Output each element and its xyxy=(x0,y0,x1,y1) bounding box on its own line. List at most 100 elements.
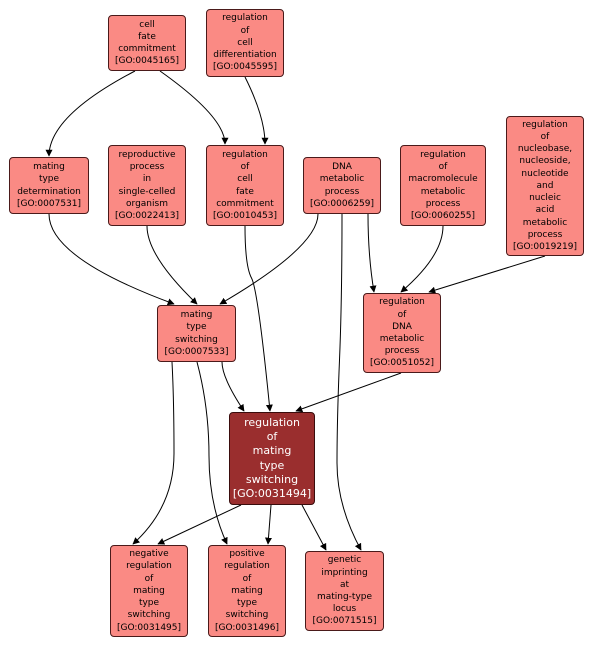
node-label-line: switching xyxy=(225,610,269,621)
node-label-line: regulation xyxy=(379,297,425,308)
node-label-line: acid xyxy=(535,205,555,216)
node-label-line: metabolic xyxy=(379,334,425,344)
node-label-line: [GO:0006259] xyxy=(309,198,375,209)
node-label-line: [GO:0045595] xyxy=(212,62,278,73)
node-label-line: mating xyxy=(33,162,65,173)
edge-0006259-to-0051052 xyxy=(367,213,377,293)
node-label-line: [GO:0031495] xyxy=(116,622,182,633)
node-label-line: DNA xyxy=(332,162,352,173)
node-label-line: fate xyxy=(236,186,254,197)
node-label-line: type xyxy=(259,458,285,472)
edge-0007533-to-0031495 xyxy=(132,361,175,545)
node-label-line: [GO:0045165] xyxy=(114,56,180,67)
node-label-line: cell xyxy=(237,37,253,48)
node-label-line: [GO:0031494] xyxy=(232,487,312,501)
node-label-line: regulation xyxy=(420,149,466,160)
node-label-line: reproductive xyxy=(118,149,176,160)
edge-0045165-to-0010453 xyxy=(159,70,229,145)
edge-0031494-to-0071515 xyxy=(301,504,327,551)
node-label-line: metabolic xyxy=(420,186,466,197)
node-label-line: of xyxy=(397,309,407,320)
edge-0007533-to-0031494 xyxy=(221,361,245,412)
edge-0022413-to-0007533 xyxy=(146,225,198,305)
edge-0019219-to-0051052 xyxy=(428,255,546,294)
node-label-line: of xyxy=(240,162,250,173)
node-label-line: at xyxy=(339,579,350,590)
edge-0031494-to-0031496 xyxy=(264,504,272,545)
node-label-line: type xyxy=(236,598,258,609)
node-label-line: of xyxy=(240,25,250,36)
node-label-line: [GO:0022413] xyxy=(114,210,180,221)
node-label-line: of xyxy=(438,162,448,173)
node-label-line: [GO:0019219] xyxy=(512,241,578,252)
node-label-line: of xyxy=(144,573,154,584)
node-label-line: determination xyxy=(17,186,81,197)
edge-0031494-to-0031495 xyxy=(157,504,242,545)
node-label-line: locus xyxy=(332,604,357,615)
node-label-line: regulation xyxy=(222,149,268,160)
node-label-line: negative xyxy=(129,549,169,560)
node-label-line: nucleobase, xyxy=(517,144,573,155)
node-label-line: mating-type xyxy=(316,592,373,602)
node-label-line: commitment xyxy=(118,44,176,54)
node-label-line: metabolic xyxy=(319,174,365,185)
node-label-line: [GO:0007531] xyxy=(16,198,82,209)
node-label-line: process xyxy=(324,186,360,197)
node-label-line: DNA xyxy=(392,321,412,332)
node-label-line: type xyxy=(138,598,160,609)
node-label-line: [GO:0007533] xyxy=(164,346,229,357)
node-label-line: nucleoside, xyxy=(519,156,571,167)
node-label-line: mating xyxy=(252,444,292,458)
edge-0006259-to-0071515 xyxy=(336,213,362,551)
node-label-line: regulation xyxy=(126,561,172,572)
edge-0007531-to-0007533 xyxy=(48,213,175,306)
edge-0045595-to-0010453 xyxy=(244,76,269,145)
node-label-line: process xyxy=(384,346,420,357)
node-label-line: nucleotide xyxy=(521,168,569,179)
node-label-line: differentiation xyxy=(213,50,277,61)
node-label-line: mating xyxy=(133,585,165,596)
edge-0045165-to-0007531 xyxy=(45,70,136,157)
node-label-line: regulation xyxy=(222,13,268,24)
edge-0007533-to-0031496 xyxy=(196,361,228,545)
node-label-line: switching xyxy=(127,610,171,621)
node-label-line: regulation xyxy=(224,561,270,572)
node-label-line: process xyxy=(425,198,461,209)
node-label-line: type xyxy=(186,322,207,333)
node-label-line: mating xyxy=(231,585,263,596)
node-label-line: organism xyxy=(126,198,168,209)
node-label-line: of xyxy=(266,429,278,443)
node-label-line: [GO:0010453] xyxy=(212,210,278,221)
node-label-line: of xyxy=(540,132,550,143)
node-label-line: cell xyxy=(139,19,155,30)
node-label-line: process xyxy=(527,229,563,240)
node-label-line: single-celled xyxy=(118,186,176,197)
node-label-line: and xyxy=(536,180,554,191)
node-label-line: switching xyxy=(175,334,218,345)
node-label-line: regulation xyxy=(522,119,568,130)
edge-0010453-to-0031494 xyxy=(244,225,273,412)
node-label-line: positive xyxy=(229,549,265,560)
node-label-line: cell xyxy=(237,174,253,185)
node-label-line: imprinting xyxy=(321,567,368,578)
node-label-line: in xyxy=(142,174,152,185)
node-label-line: macromolecule xyxy=(408,174,478,185)
node-label-line: [GO:0060255] xyxy=(410,210,476,221)
node-label-line: [GO:0031496] xyxy=(214,622,280,633)
